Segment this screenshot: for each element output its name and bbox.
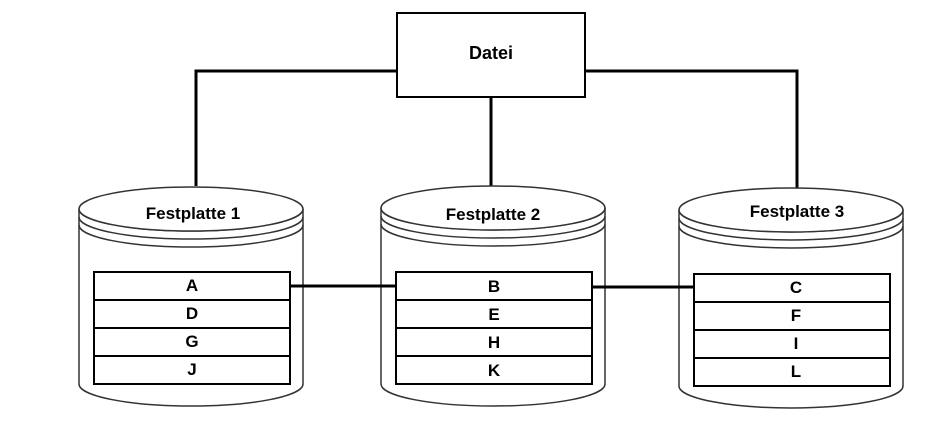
disk-3-ring <box>678 225 904 249</box>
disk-3-top <box>678 187 904 233</box>
disk-3-ring <box>678 217 904 241</box>
block-label: G <box>185 332 198 351</box>
block-label: I <box>794 334 799 353</box>
block-label: E <box>488 305 499 324</box>
block-label: D <box>186 304 198 323</box>
block-label: A <box>186 276 198 295</box>
block-label: K <box>488 361 501 380</box>
stripe-connectors <box>290 284 694 289</box>
block-label: L <box>791 362 801 381</box>
file-label: Datei <box>469 43 513 63</box>
block-label: H <box>488 333 500 352</box>
disk-1-top <box>78 186 304 232</box>
disk-1-ring <box>78 224 304 248</box>
block-label: F <box>791 306 801 325</box>
file-node: Datei <box>396 12 586 98</box>
block-label: J <box>187 360 196 379</box>
disk-2-ring <box>380 215 606 239</box>
file-box <box>396 12 586 98</box>
disk-1-label: Festplatte 1 <box>146 204 240 223</box>
disk-2: Festplatte 2 B E H K <box>380 185 606 407</box>
disk-2-top <box>380 185 606 231</box>
file-connectors <box>194 69 799 188</box>
connector-file-disk-3 <box>585 69 799 188</box>
disk-2-label: Festplatte 2 <box>446 205 540 224</box>
disk-2-ring <box>380 223 606 247</box>
disk-1: Festplatte 1 A D G J <box>78 186 304 407</box>
block-label: B <box>488 277 500 296</box>
disk-1-ring <box>78 216 304 240</box>
block-label: C <box>790 278 802 297</box>
disk-3-label: Festplatte 3 <box>750 202 844 221</box>
connector-file-disk-1 <box>194 69 397 186</box>
disk-3: Festplatte 3 C F I L <box>678 187 904 409</box>
